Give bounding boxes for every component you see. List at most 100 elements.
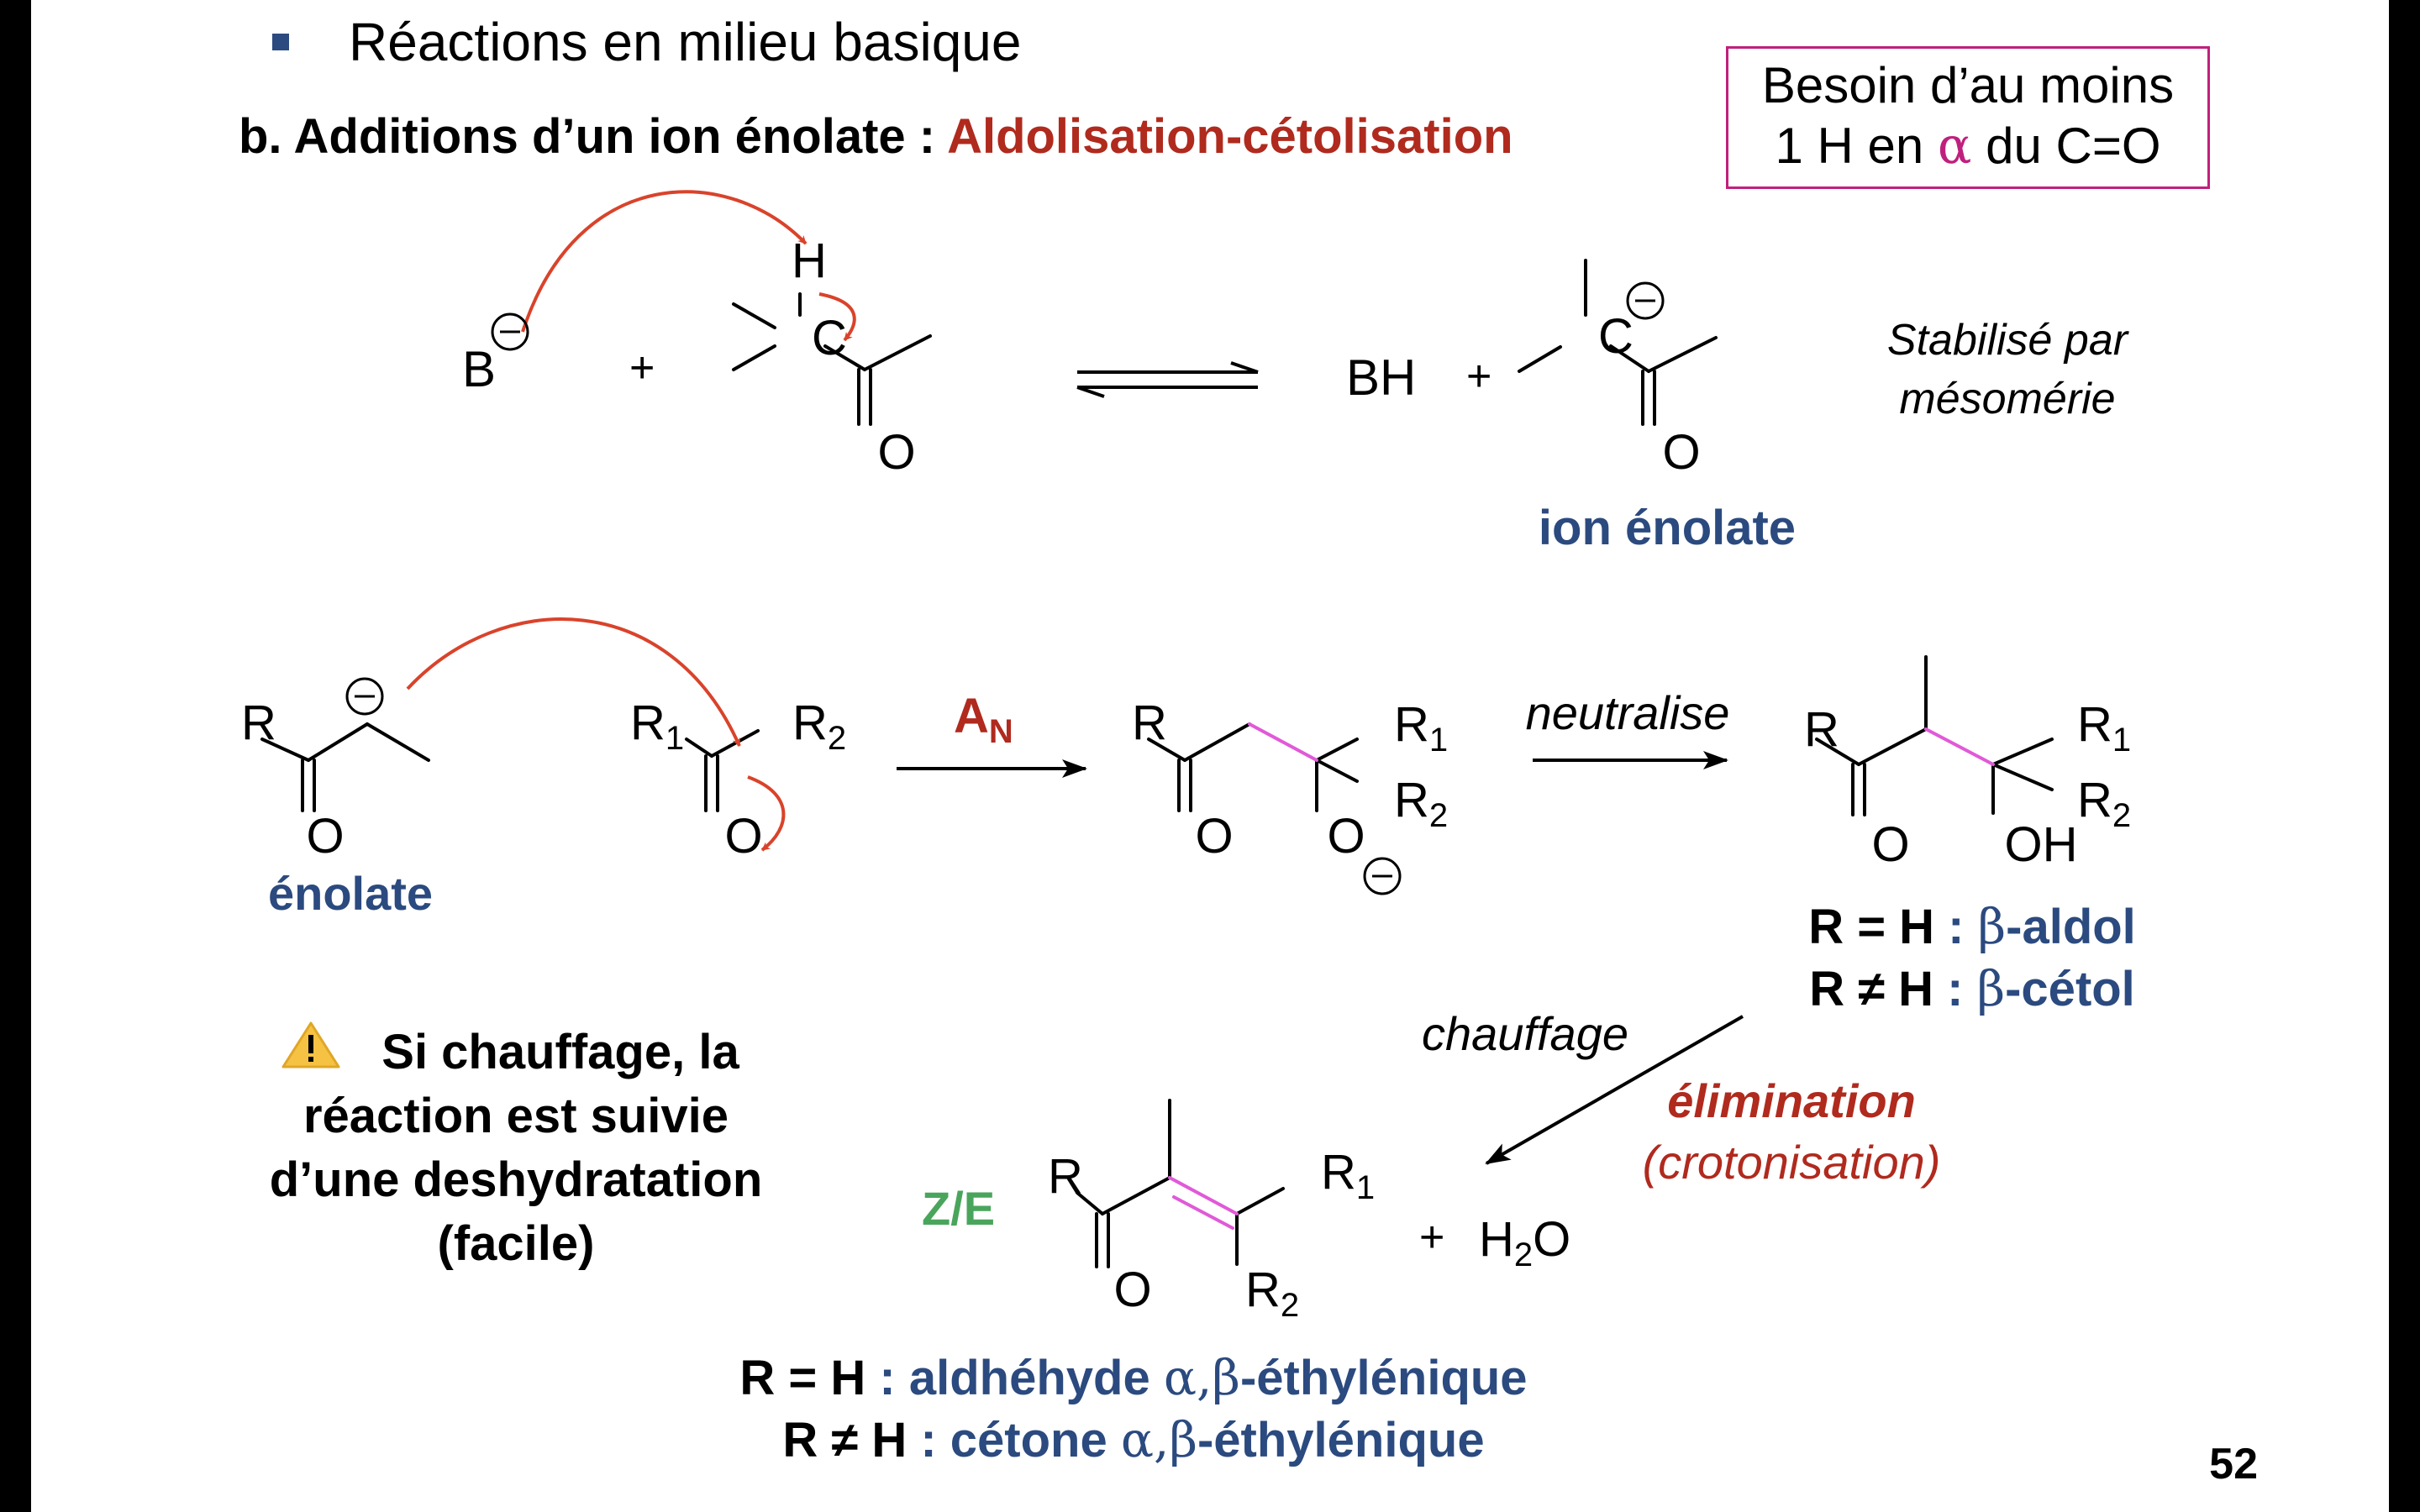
curved-arrow-base-to-H <box>521 190 808 333</box>
text-run: β <box>1977 960 2006 1017</box>
atom-R: R <box>1048 1149 1083 1204</box>
atom-C: C <box>1598 309 1634 364</box>
group-R1: R1 <box>2077 697 2131 759</box>
text-run: -cétol <box>2005 962 2135 1016</box>
text-run: -aldol <box>2006 900 2136 954</box>
text-run: R <box>2077 773 2112 827</box>
atom-R: R <box>241 696 276 750</box>
text-run: R <box>2077 697 2112 752</box>
equilibrium-arrow <box>1076 361 1259 398</box>
atom-O: O <box>877 425 915 480</box>
text-run: H <box>1479 1212 1514 1267</box>
atom-R: R <box>1804 702 1839 757</box>
text-run: 2 <box>1514 1236 1533 1273</box>
product-BH: BH <box>1346 349 1416 406</box>
negative-charge-icon <box>345 677 384 716</box>
text-run: R <box>792 696 828 750</box>
bond <box>823 344 866 371</box>
AN-label: AN <box>954 689 1013 750</box>
elimination-label: élimination <box>1667 1074 1916 1127</box>
bond <box>307 722 369 762</box>
section-prefix: b. Additions d’un ion énolate : <box>239 109 948 164</box>
atom-B: B <box>462 341 496 397</box>
curved-arrow-CO-bond <box>747 775 786 852</box>
water: H2O <box>1479 1212 1570 1273</box>
curved-arrow-enolate-attack <box>406 617 741 747</box>
text-run: 1 <box>1429 722 1448 759</box>
section-title: b. Additions d’un ion énolate : Aldolisa… <box>239 113 1513 161</box>
text-run: R <box>1394 773 1429 827</box>
text-run: R ≠ H <box>782 1413 907 1467</box>
text-run: N <box>989 713 1013 750</box>
double-bond-highlight <box>1168 1176 1239 1215</box>
text-run: 1 <box>1356 1169 1375 1206</box>
atom-O: O <box>1327 809 1365 864</box>
atom-O: O <box>1662 425 1700 480</box>
alpha-symbol: α <box>1937 117 1972 176</box>
text-run: : <box>1934 900 1978 954</box>
bond <box>1315 738 1359 762</box>
plus-sign: + <box>1419 1213 1444 1262</box>
warning-line: réaction est suivie <box>303 1089 729 1143</box>
atom-H: H <box>792 234 827 288</box>
text-run: 2 <box>1429 797 1448 834</box>
crotonisation-label: (crotonisation) <box>1643 1136 1941 1189</box>
text-run: -éthylénique <box>1240 1351 1528 1405</box>
curved-arrow-CH-bond <box>818 292 856 342</box>
plus-sign: + <box>629 344 655 392</box>
group-R2: R2 <box>1245 1263 1299 1324</box>
text-run: R ≠ H <box>1809 962 1933 1016</box>
group-R1: R1 <box>1321 1145 1375 1206</box>
atom-R: R <box>1132 696 1167 750</box>
condition-box-line2: 1 H en α du C=O <box>1775 117 2161 176</box>
group-R1: R1 <box>630 696 684 757</box>
section-highlight: Aldolisation-cétolisation <box>947 109 1513 164</box>
bullet-square <box>272 34 289 50</box>
group-R2: R2 <box>792 696 846 757</box>
warning-icon <box>281 1021 340 1068</box>
bond <box>1076 1191 1104 1215</box>
new-bond-highlight <box>1924 727 1995 766</box>
atom-O: O <box>1195 809 1233 864</box>
bond <box>1857 727 1928 766</box>
text-run: 2 <box>2112 797 2131 834</box>
reaction-arrow-elimination <box>1485 1015 1744 1165</box>
stabilization-note: mésomérie <box>1899 375 2115 423</box>
page-number: 52 <box>2209 1440 2258 1488</box>
bond <box>732 344 776 371</box>
ketone-result: R ≠ H : cétone α,β-éthylénique <box>782 1411 1484 1468</box>
bond <box>1315 759 1359 783</box>
atom-O: O <box>306 809 344 864</box>
text-run: β <box>1978 898 2007 955</box>
plus-sign: + <box>1466 352 1491 401</box>
ZE-label: Z/E <box>922 1182 995 1235</box>
negative-charge-icon <box>1626 281 1665 320</box>
bond <box>685 738 713 758</box>
bond <box>1991 763 2054 791</box>
text-run: O <box>1533 1212 1570 1267</box>
reaction-scheme: B + H C O BH + C O ion énolate Stabilisé… <box>241 190 2258 1488</box>
warning-line: d’une deshydratation <box>270 1152 763 1207</box>
bond <box>1518 345 1562 373</box>
text-run: R <box>630 696 666 750</box>
neutralise-label: neutralise <box>1526 686 1730 739</box>
enolate-label: énolate <box>268 867 433 920</box>
slide: Réactions en milieu basique b. Additions… <box>31 0 2389 1512</box>
text-run: R = H <box>739 1351 865 1405</box>
bond <box>366 722 430 762</box>
text-run: α,β <box>1121 1411 1197 1468</box>
atom-C: C <box>812 311 847 365</box>
text-run: R <box>1245 1263 1281 1317</box>
text-run: A <box>954 689 989 743</box>
text-run: R <box>1321 1145 1356 1200</box>
condition-box <box>1726 46 2210 189</box>
text-run: α,β <box>1164 1349 1240 1406</box>
bond <box>1235 1187 1285 1215</box>
chauffage-label: chauffage <box>1422 1007 1628 1060</box>
group-OH: OH <box>2005 817 2078 872</box>
bond <box>1101 1176 1171 1215</box>
negative-charge-icon <box>491 312 529 351</box>
text-run: 2 <box>828 720 846 757</box>
bond <box>863 334 932 371</box>
new-bond-highlight <box>1248 722 1318 762</box>
